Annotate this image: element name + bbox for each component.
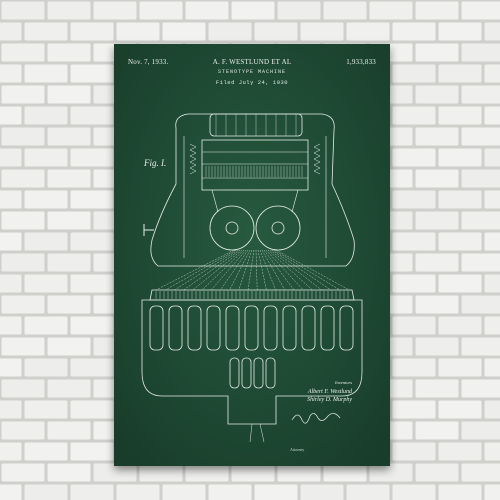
stenotype-drawing [141,113,363,443]
stenotype-vowel-key [265,357,276,389]
inventor-name-2: Shirley D. Murphy [307,397,352,403]
stenotype-key [149,305,164,351]
patent-date: Nov. 7, 1933. [128,58,169,66]
signature [291,413,341,424]
attorney-label: Attorney [290,447,305,452]
right-gear [255,205,301,251]
inventors-label: Inventors [335,380,352,385]
stenotype-vowel-key [241,357,252,389]
stenotype-key [244,305,259,351]
stenotype-key [282,305,297,351]
stenotype-key [187,305,202,351]
mechanism-frame [201,139,309,191]
inventors-header: A. F. WESTLUND ET AL [212,58,292,66]
stenotype-key [339,305,354,351]
key-tray [141,299,363,425]
figure-label: Fig. I. [144,158,167,168]
stenotype-key [206,305,221,351]
left-gear [209,205,255,251]
patent-number: 1,933,833 [346,58,376,66]
stenotype-key [168,305,183,351]
filing-date: Filed July 24, 1930 [215,79,289,86]
stenotype-vowel-key [253,357,264,389]
stenotype-key [320,305,335,351]
stenotype-key [263,305,278,351]
side-crank [143,224,154,236]
inventor-name-1: Albert F. Westlund [307,389,352,395]
stenotype-vowel-key [229,357,240,389]
patent-title: STENOTYPE MACHINE [217,69,286,75]
right-spring [313,143,321,175]
left-spring [189,143,197,175]
stenotype-key [301,305,316,351]
stenotype-key [225,305,240,351]
patent-poster: Nov. 7, 1933. A. F. WESTLUND ET AL 1,933… [114,44,390,466]
